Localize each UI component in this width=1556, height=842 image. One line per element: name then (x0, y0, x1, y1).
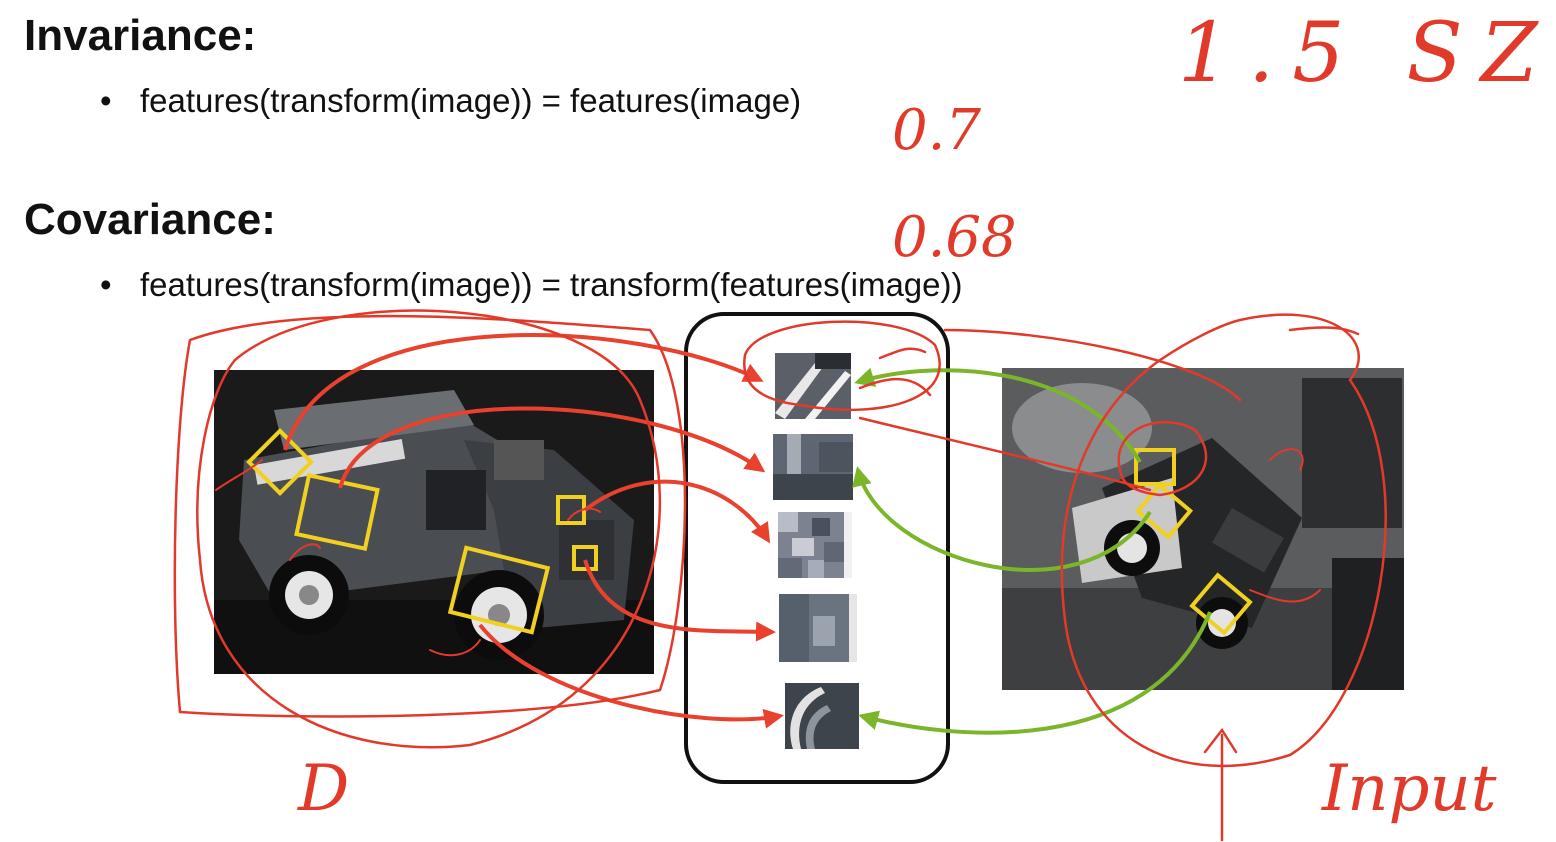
note-value-0-68: 0.68 (892, 205, 1017, 270)
invariance-heading: Invariance: (24, 11, 257, 60)
right-truck-image (1002, 368, 1404, 690)
covariance-formula: features(transform(image)) = transform(f… (140, 266, 963, 303)
note-d-label: D (298, 752, 350, 826)
left-truck-image (214, 370, 654, 674)
feature-patch-5 (785, 683, 859, 749)
bullet-dot: • (100, 266, 112, 303)
feature-patch-3 (778, 512, 852, 578)
feature-patch-2 (773, 434, 853, 500)
note-top-right: 1.5 SZ (1178, 6, 1556, 101)
invariance-formula: features(transform(image)) = features(im… (140, 82, 802, 119)
note-input-label: Input (1322, 752, 1497, 826)
feature-patch-1 (775, 353, 851, 419)
bullet-dot: • (100, 82, 112, 119)
feature-patch-4 (779, 594, 857, 662)
covariance-bullet: • features(transform(image)) = transform(… (100, 268, 963, 301)
note-value-0-7: 0.7 (892, 98, 982, 163)
covariance-heading: Covariance: (24, 195, 276, 244)
invariance-bullet: • features(transform(image)) = features(i… (100, 84, 801, 117)
